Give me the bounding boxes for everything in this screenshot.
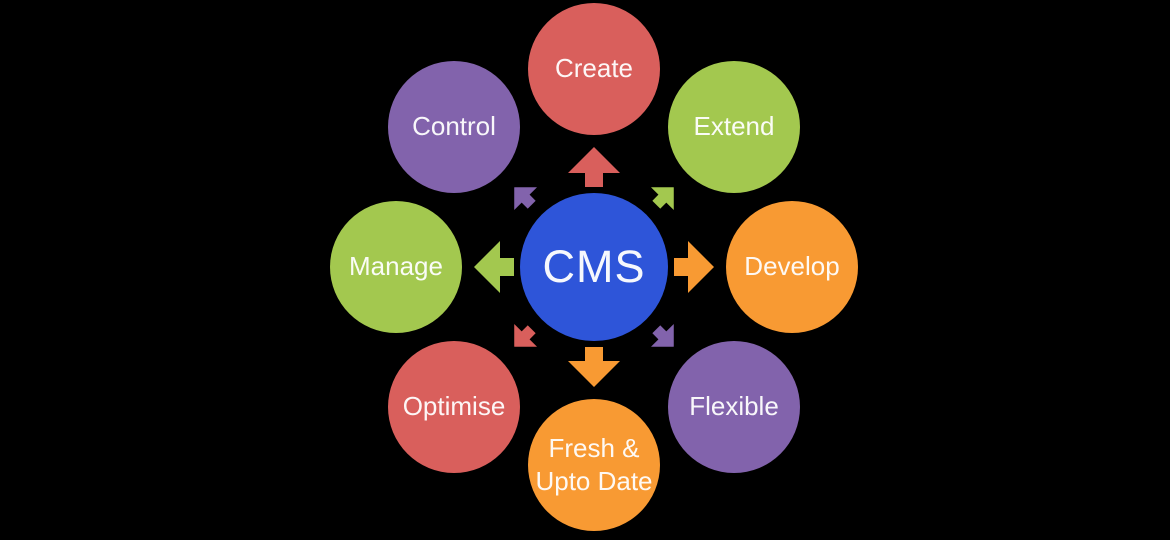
- node-flexible: Flexible: [668, 341, 800, 473]
- node-develop-label: Develop: [744, 251, 840, 282]
- arrow-right-shape: [674, 241, 714, 293]
- arrow-down-icon: [568, 347, 620, 387]
- arrow-down-left-icon: [514, 323, 538, 347]
- hub-cms-circle: CMS: [520, 193, 668, 341]
- node-optimise: Optimise: [388, 341, 520, 473]
- arrow-down-shape: [568, 347, 620, 387]
- node-control: Control: [388, 61, 520, 193]
- arrow-right-icon: [674, 241, 714, 293]
- node-optimise-label: Optimise: [402, 391, 506, 422]
- arrow-down-left-shape: [514, 323, 538, 347]
- node-fresh-upto-date-label: Fresh & Upto Date: [535, 432, 653, 496]
- node-manage-label: Manage: [349, 251, 443, 282]
- arrow-up-left-shape: [514, 187, 538, 211]
- node-flexible-label: Flexible: [689, 391, 779, 422]
- node-create-label: Create: [554, 53, 634, 84]
- arrow-down-right-shape: [650, 323, 674, 347]
- arrow-down-right-icon: [650, 323, 674, 347]
- node-extend-label: Extend: [693, 111, 775, 142]
- arrow-up-icon: [568, 147, 620, 187]
- arrow-up-left-icon: [514, 187, 538, 211]
- arrow-up-right-shape: [650, 187, 674, 211]
- node-extend: Extend: [668, 61, 800, 193]
- arrow-up-shape: [568, 147, 620, 187]
- arrow-up-right-icon: [650, 187, 674, 211]
- node-fresh-upto-date: Fresh & Upto Date: [528, 399, 660, 531]
- node-develop: Develop: [726, 201, 858, 333]
- node-control-label: Control: [412, 111, 496, 142]
- node-manage: Manage: [330, 201, 462, 333]
- hub-cms-label: CMS: [542, 241, 646, 292]
- arrow-left-shape: [474, 241, 514, 293]
- node-create: Create: [528, 3, 660, 135]
- arrow-left-icon: [474, 241, 514, 293]
